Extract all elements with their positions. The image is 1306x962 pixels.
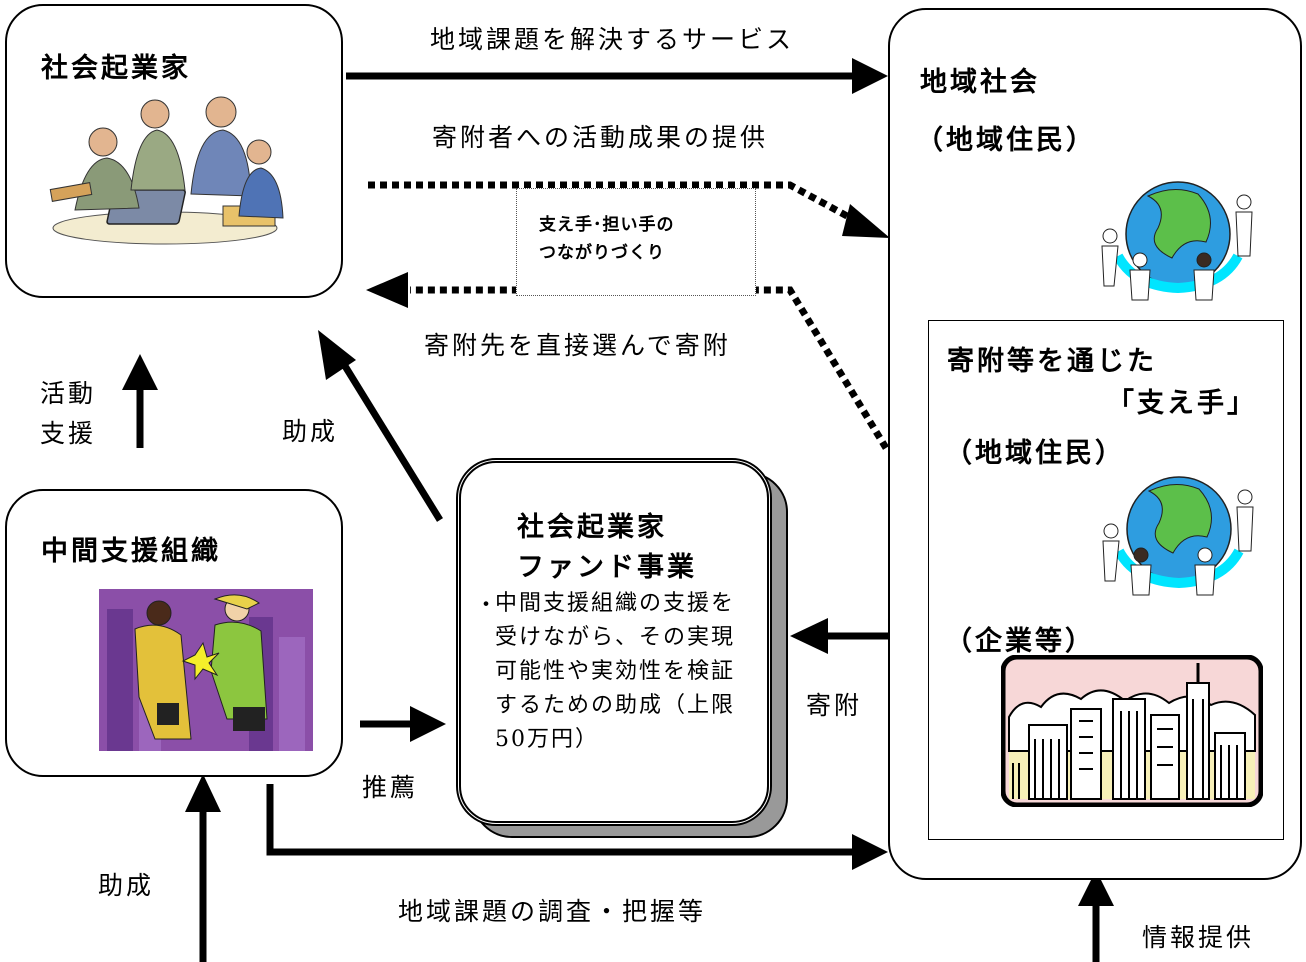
activity-support-arrow bbox=[122, 354, 158, 448]
grant-lower-label: 助成 bbox=[98, 871, 155, 900]
donation-label: 寄附 bbox=[806, 691, 863, 720]
community-subtitle: （地域住民） bbox=[916, 125, 1096, 156]
globe-people-illustration-2 bbox=[1102, 476, 1254, 596]
connection-box: 支え手･担い手の つながりづくり bbox=[516, 188, 756, 296]
activity-support-label-2: 支援 bbox=[40, 419, 97, 448]
connection-line2: つながりづくり bbox=[539, 243, 665, 263]
fund-bullet: ・ bbox=[475, 593, 501, 618]
entrepreneur-title: 社会起業家 bbox=[41, 53, 191, 84]
activity-support-label-1: 活動 bbox=[40, 379, 97, 408]
research-arrow bbox=[266, 784, 888, 870]
service-label: 地域課題を解決するサービス bbox=[430, 25, 795, 54]
handshake-illustration bbox=[99, 589, 313, 751]
fund-title-line1: 社会起業家 bbox=[517, 512, 667, 543]
connection-line1: 支え手･担い手の bbox=[539, 215, 675, 235]
supporters-companies: （企業等） bbox=[945, 626, 1095, 657]
community-box: 地域社会 （地域住民） 寄附等を通じた 「支え手」 （地域住民） bbox=[888, 8, 1302, 880]
fund-description: 中間支援組織の支援を受けながら、その実現可能性や実効性を検証するための助成（上限… bbox=[495, 591, 736, 752]
recommendation-label: 推薦 bbox=[362, 773, 419, 802]
grant-lower-arrow bbox=[185, 774, 221, 962]
grant-upper-label: 助成 bbox=[282, 417, 339, 446]
supporters-residents: （地域住民） bbox=[945, 438, 1125, 469]
service-arrow bbox=[346, 58, 888, 94]
globe-people-illustration bbox=[1101, 181, 1253, 301]
donation-arrow bbox=[790, 618, 888, 654]
recommendation-arrow bbox=[360, 706, 446, 742]
direct-donation-label: 寄附先を直接選んで寄附 bbox=[424, 331, 731, 360]
supporters-title-line2: 「支え手」 bbox=[1107, 388, 1257, 419]
city-buildings-illustration bbox=[1001, 655, 1263, 807]
fund-title-line2: ファンド事業 bbox=[517, 552, 697, 583]
supporters-box: 寄附等を通じた 「支え手」 （地域住民） （企業等） bbox=[928, 320, 1284, 840]
info-provision-arrow bbox=[1078, 870, 1114, 962]
grant-upper-arrow bbox=[318, 330, 443, 522]
business-people-illustration bbox=[49, 96, 284, 245]
intermediary-title: 中間支援組織 bbox=[41, 536, 221, 567]
intermediary-box: 中間支援組織 bbox=[5, 489, 343, 777]
results-dotted-arrow bbox=[368, 181, 890, 238]
entrepreneur-box: 社会起業家 bbox=[5, 4, 343, 298]
info-provision-label: 情報提供 bbox=[1142, 923, 1255, 952]
community-title: 地域社会 bbox=[920, 67, 1040, 98]
results-label: 寄附者への活動成果の提供 bbox=[432, 123, 769, 152]
research-label: 地域課題の調査・把握等 bbox=[398, 897, 707, 926]
supporters-title-line1: 寄附等を通じた bbox=[947, 346, 1157, 377]
fund-box: 社会起業家 ファンド事業 ・ 中間支援組織の支援を受けながら、その実現可能性や実… bbox=[456, 458, 772, 826]
